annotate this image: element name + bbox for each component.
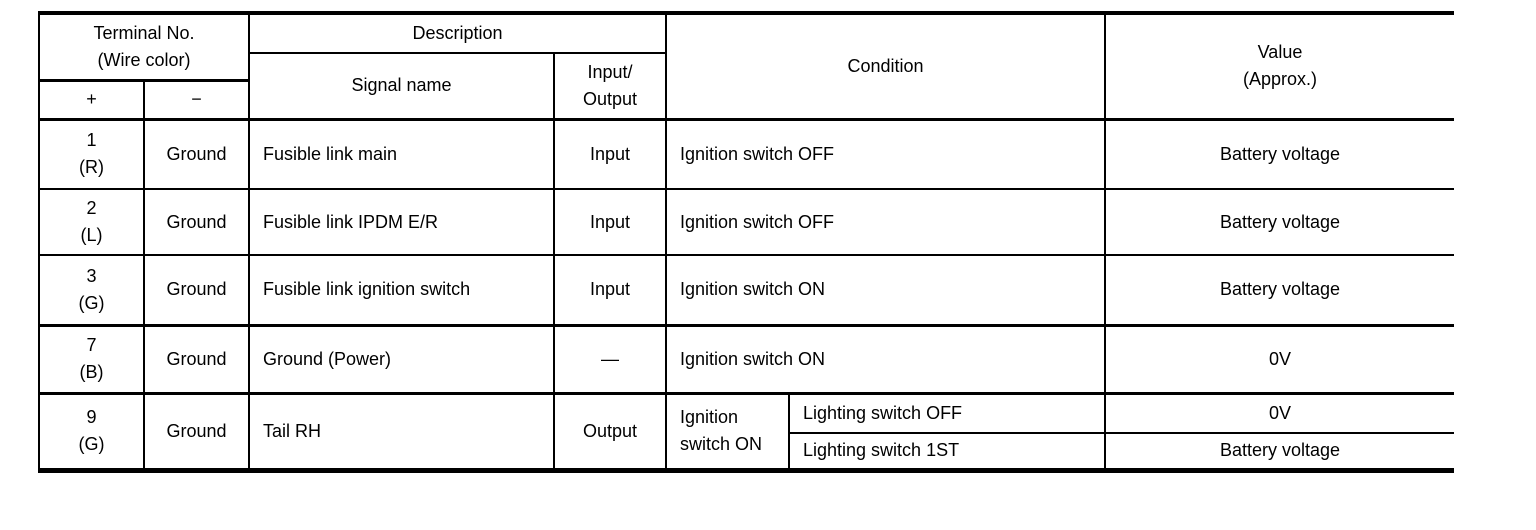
row2-value: Battery voltage — [1104, 188, 1454, 256]
header-terminal-no: Terminal No. (Wire color) — [38, 11, 250, 82]
row4-io: — — [553, 324, 667, 395]
row4-ground: Ground — [143, 324, 250, 395]
header-plus: + — [38, 79, 145, 121]
row5-ground: Ground — [143, 392, 250, 473]
row1-ground: Ground — [143, 118, 250, 190]
row1-io: Input — [553, 118, 667, 190]
row3-signal-name: Fusible link ignition switch — [248, 254, 555, 327]
row1-condition: Ignition switch OFF — [665, 118, 1106, 190]
row4-terminal: 7 (B) — [38, 324, 145, 395]
header-value: Value (Approx.) — [1104, 11, 1454, 121]
row5-sub2-condition: Lighting switch 1ST — [788, 432, 1106, 473]
row3-condition: Ignition switch ON — [665, 254, 1106, 327]
row5-sub2-value: Battery voltage — [1104, 432, 1454, 473]
row2-condition: Ignition switch OFF — [665, 188, 1106, 256]
row2-terminal: 2 (L) — [38, 188, 145, 256]
row2-io: Input — [553, 188, 667, 256]
row5-sub1-condition: Lighting switch OFF — [788, 392, 1106, 434]
row5-terminal: 9 (G) — [38, 392, 145, 473]
row5-signal-name: Tail RH — [248, 392, 555, 473]
row1-signal-name: Fusible link main — [248, 118, 555, 190]
header-minus: − — [143, 79, 250, 121]
header-description: Description — [248, 11, 667, 54]
header-condition: Condition — [665, 11, 1106, 121]
row5-sub1-value: 0V — [1104, 392, 1454, 434]
header-input-output: Input/ Output — [553, 52, 667, 121]
row3-terminal: 3 (G) — [38, 254, 145, 327]
row2-ground: Ground — [143, 188, 250, 256]
row4-signal-name: Ground (Power) — [248, 324, 555, 395]
header-signal-name: Signal name — [248, 52, 555, 121]
terminal-reference-table: Terminal No. (Wire color) Description Co… — [38, 11, 1454, 473]
row3-io: Input — [553, 254, 667, 327]
row2-signal-name: Fusible link IPDM E/R — [248, 188, 555, 256]
row4-condition: Ignition switch ON — [665, 324, 1106, 395]
row5-condition-main: Ignition switch ON — [665, 392, 790, 473]
row1-value: Battery voltage — [1104, 118, 1454, 190]
row5-io: Output — [553, 392, 667, 473]
row4-value: 0V — [1104, 324, 1454, 395]
row3-value: Battery voltage — [1104, 254, 1454, 327]
row3-ground: Ground — [143, 254, 250, 327]
row1-terminal: 1 (R) — [38, 118, 145, 190]
